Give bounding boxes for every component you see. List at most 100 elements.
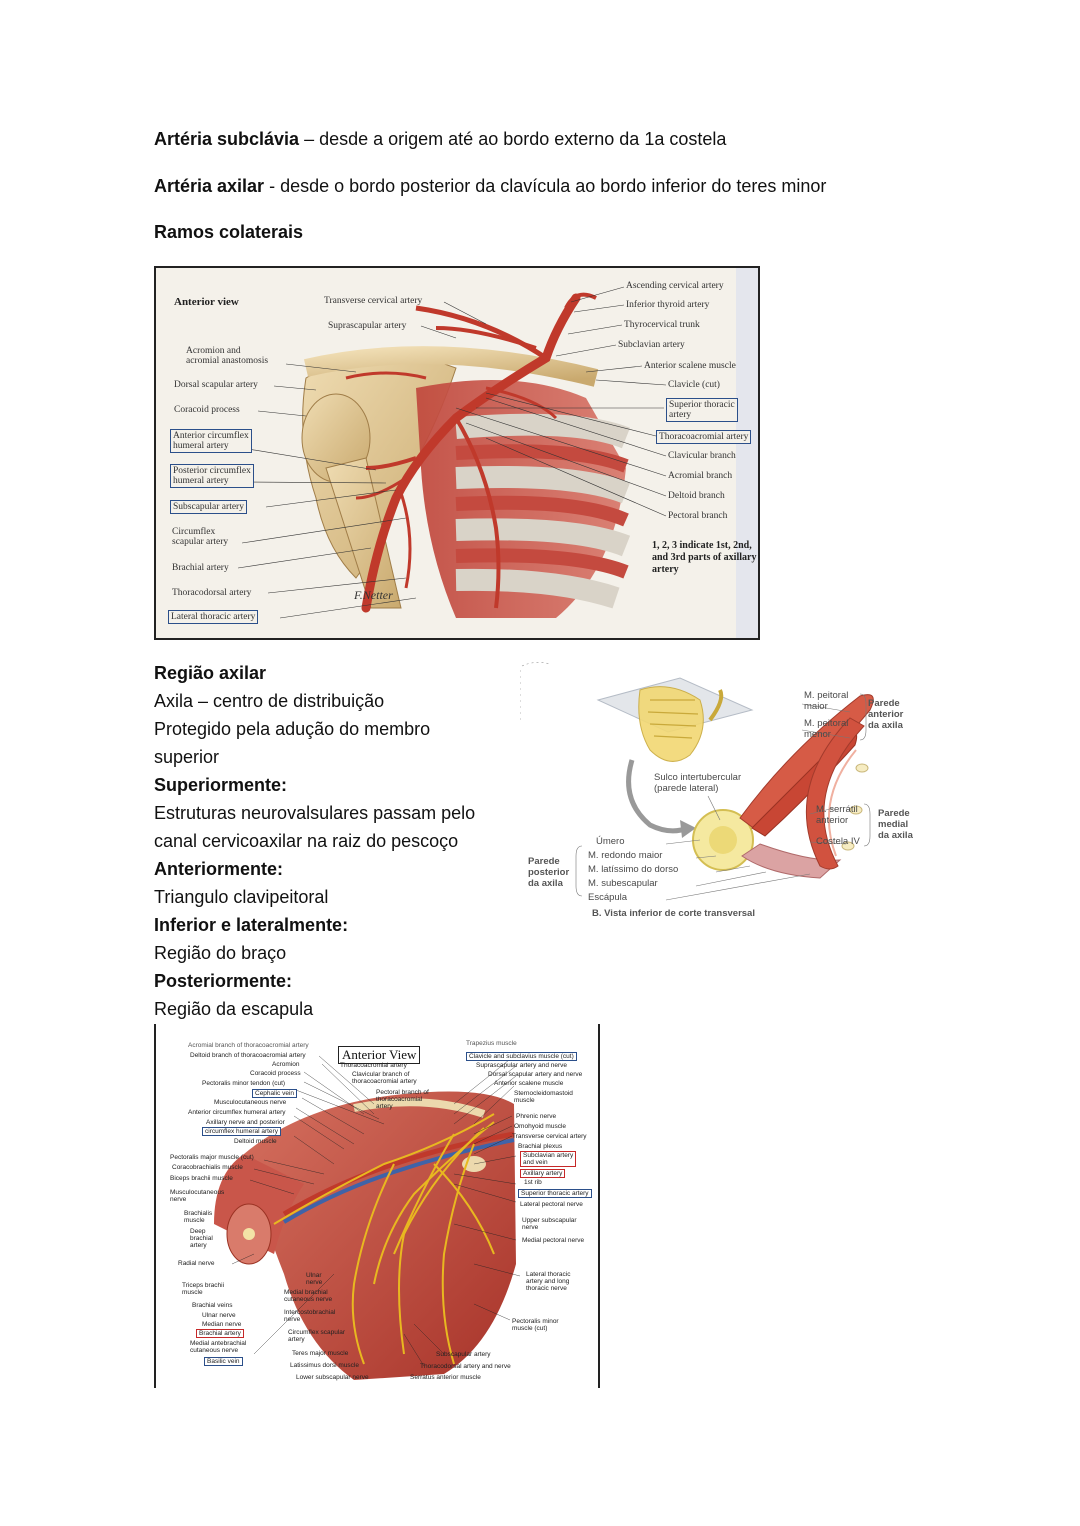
label-ulnar-center-line2: nerve — [306, 1279, 323, 1286]
label-cs-line1: Circumflex scapular — [288, 1329, 346, 1336]
label-axillary-nerve: Axillary nerve and posterior — [206, 1119, 285, 1126]
label-musculocutaneous-nerve-top: Musculocutaneous nerve — [214, 1099, 287, 1106]
label-inferior-thyroid-artery: Inferior thyroid artery — [626, 300, 710, 310]
label-acromion-3: Acromion — [272, 1061, 300, 1068]
axillary-region-text: Região axilar Axila – centro de distribu… — [154, 659, 475, 1023]
netter-signature: F.Netter — [354, 588, 393, 602]
label-trapezius-muscle: Trapezius muscle — [466, 1040, 517, 1047]
label-lta-line3: thoracic nerve — [526, 1285, 567, 1292]
label-scm-line1: Sternocleidomastoid — [514, 1090, 573, 1097]
label-thoracoacromial-artery-3: Thoracoacromial artery — [340, 1062, 407, 1069]
label-triceps-line1: Triceps brachii — [182, 1282, 225, 1289]
label-umero: Úmero — [596, 836, 625, 847]
label-peitoral-maior-line1: M. peitoral — [804, 690, 849, 701]
subclavian-description: – desde a origem até ao bordo externo da… — [299, 129, 727, 149]
label-triceps-line2: muscle — [182, 1289, 203, 1296]
label-latissimus-dorsi-muscle: Latissimus dorsi muscle — [290, 1362, 359, 1369]
subclavian-term: Artéria subclávia — [154, 129, 300, 149]
label-ant-circ-line1: Anterior circumflex — [173, 431, 249, 441]
label-phrenic-nerve: Phrenic nerve — [516, 1113, 557, 1120]
label-lateral-thoracic-artery: Lateral thoracic artery — [168, 610, 259, 624]
figure3-left-border — [154, 1024, 156, 1388]
figure1-illustration — [156, 268, 758, 638]
label-serratil-line1: M. serrátil — [816, 804, 858, 815]
label-post-circ-line1: Posterior circumflex — [173, 466, 251, 476]
label-clav-branch-line2: thoracoacromial artery — [352, 1078, 417, 1085]
label-acromial-branch-ta: Acromial branch of thoracoacromial arter… — [188, 1042, 309, 1049]
label-coracoid-process-3: Coracoid process — [250, 1070, 301, 1077]
label-parede-posterior-line1: Parede — [528, 856, 560, 867]
axillary-line-6: canal cervicoaxilar na raiz do pescoço — [154, 831, 459, 851]
label-brachialis-line1: Brachialis — [184, 1210, 213, 1217]
label-anterior-scalene-muscle-3: Anterior scalene muscle — [494, 1080, 564, 1087]
axillary-line-5: Estruturas neurovalsulares passam pelo — [154, 803, 476, 823]
label-clavicle: Clavicle (cut) — [668, 380, 720, 390]
label-median-nerve: Median nerve — [202, 1321, 242, 1328]
label-clavicular-branch: Clavicular branch — [668, 451, 736, 461]
label-pmin-line2: muscle (cut) — [512, 1325, 548, 1332]
label-escapula: Escápula — [588, 892, 628, 903]
label-superior-thoracic-artery-3: Superior thoracic artery — [518, 1189, 592, 1198]
label-sup-thoracic-line1: Superior thoracic — [669, 400, 735, 410]
axilla-anterior-dissection-figure: Anterior View Acromial branch of thoraco… — [154, 1024, 600, 1388]
label-thoracodorsal-artery: Thoracodorsal artery — [172, 588, 252, 598]
label-anterior-circumflex-humeral: Anterior circumflex humeral artery — [188, 1109, 286, 1116]
label-acromion: Acromion and acromial anastomosis — [186, 346, 268, 366]
figure3-title: Anterior View — [338, 1046, 421, 1064]
label-dorsal-scapular-artery: Dorsal scapular artery — [174, 380, 258, 390]
label-lta-line2: artery and long — [526, 1278, 570, 1285]
axillary-line-9: Inferior e lateralmente: — [154, 915, 349, 935]
axillary-line-10: Região do braço — [154, 943, 287, 963]
label-medial-pectoral-nerve: Medial pectoral nerve — [522, 1237, 585, 1244]
label-icb-line2: nerve — [284, 1316, 301, 1323]
label-deep-line1: Deep — [190, 1228, 206, 1235]
label-cs-line2: artery — [288, 1336, 305, 1343]
label-transverse-cervical-artery-3: Transverse cervical artery — [512, 1133, 587, 1140]
axillary-line-3: superior — [154, 747, 220, 767]
label-deltoid-branch-ta: Deltoid branch of thoracoacromial artery — [190, 1052, 306, 1059]
figure1-title: Anterior view — [174, 296, 239, 308]
label-post-circ-line2: humeral artery — [173, 476, 229, 486]
label-clav-branch-line1: Clavicular branch of — [352, 1071, 410, 1078]
collateral-branches-heading: Ramos colaterais — [154, 222, 304, 242]
label-subclav-line2: and vein — [523, 1159, 548, 1166]
label-pmin-line1: Pectoralis minor — [512, 1318, 559, 1325]
label-serratus-anterior-muscle: Serratus anterior muscle — [410, 1374, 481, 1381]
label-anterior-scalene-muscle: Anterior scalene muscle — [644, 361, 736, 371]
label-basilic-vein: Basilic vein — [204, 1357, 243, 1366]
label-acromion-line1: Acromion and — [186, 346, 241, 356]
label-lta-line1: Lateral thoracic — [526, 1271, 571, 1278]
label-brachialis-line2: muscle — [184, 1217, 205, 1224]
label-mcn-line1: Musculocutaneous — [170, 1189, 225, 1196]
label-pect-branch-line1: Pectoral branch of — [376, 1089, 429, 1096]
label-sup-thoracic-line2: artery — [669, 410, 692, 420]
label-clavicle-subclavius: Clavicle and subclavius muscle (cut) — [466, 1052, 577, 1061]
label-serratil-line2: anterior — [816, 815, 849, 826]
label-costela-iv: Costela IV — [816, 836, 860, 847]
label-biceps-brachii-muscle: Biceps brachii muscle — [170, 1175, 233, 1182]
label-acromion-line2: acromial anastomosis — [186, 356, 269, 366]
axillary-description: - desde o bordo posterior da clavícula a… — [264, 176, 827, 196]
figure3-illustration — [214, 1055, 521, 1380]
figure2-illustration — [520, 662, 874, 901]
label-suprascapular-artery-nerve: Suprascapular artery and nerve — [476, 1062, 568, 1069]
figure2-caption: B. Vista inferior de corte transversal — [592, 908, 755, 919]
figure1-note: 1, 2, 3 indicate 1st, 2nd, and 3rd parts… — [652, 540, 757, 575]
label-mbc-line2: cutaneous nerve — [284, 1296, 333, 1303]
label-pectoralis-major-muscle: Pectoralis major muscle (cut) — [170, 1154, 254, 1161]
figure3-right-border — [598, 1024, 600, 1388]
label-subclavian-artery: Subclavian artery — [618, 340, 685, 350]
